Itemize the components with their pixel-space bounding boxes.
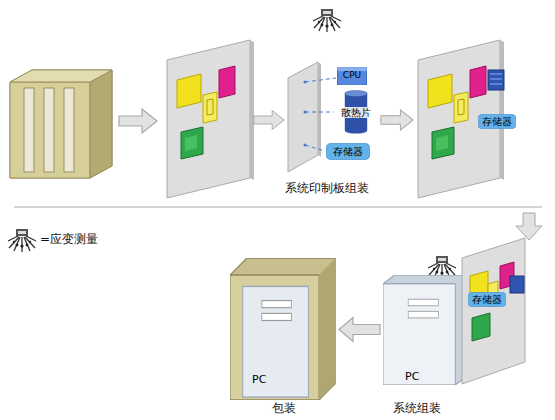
node-shape — [230, 258, 336, 400]
memory-chip: 存储器 — [468, 292, 506, 307]
circuit-board — [167, 40, 254, 198]
pc-tower: PC — [383, 275, 467, 385]
leader-line — [305, 78, 336, 151]
node-label: PC — [252, 374, 266, 386]
strain-gauge-symbol — [8, 229, 36, 252]
node-label: 散热片 — [340, 107, 372, 118]
divider — [14, 207, 542, 208]
flow-arrow — [339, 318, 380, 342]
flow-arrow — [516, 213, 542, 240]
node-label: CPU — [343, 71, 361, 81]
card-cage — [10, 70, 112, 178]
cpu-chip: CPU — [337, 67, 367, 85]
legend-text: =应变测量 — [40, 232, 98, 246]
strain-gauge-symbol — [313, 9, 341, 32]
node-label: 存储器 — [472, 294, 502, 305]
circuit-board — [288, 62, 321, 172]
memory-chip: 存储器 — [326, 143, 370, 160]
flow-arrow — [254, 110, 284, 129]
stage-caption: 系统组装 — [393, 401, 441, 415]
heat-sink: 散热片 — [336, 90, 376, 134]
node-label: PC — [405, 371, 419, 383]
node-label: 存储器 — [482, 116, 512, 127]
node-shape — [383, 275, 467, 385]
memory-chip: 存储器 — [478, 114, 516, 129]
stage-caption: 包装 — [272, 401, 296, 415]
flow-arrow — [381, 110, 413, 130]
flow-arrow — [119, 109, 157, 133]
node-label: 存储器 — [333, 146, 363, 157]
packing-box: PC — [230, 258, 336, 400]
stage-caption: 系统印制板组装 — [285, 181, 369, 195]
